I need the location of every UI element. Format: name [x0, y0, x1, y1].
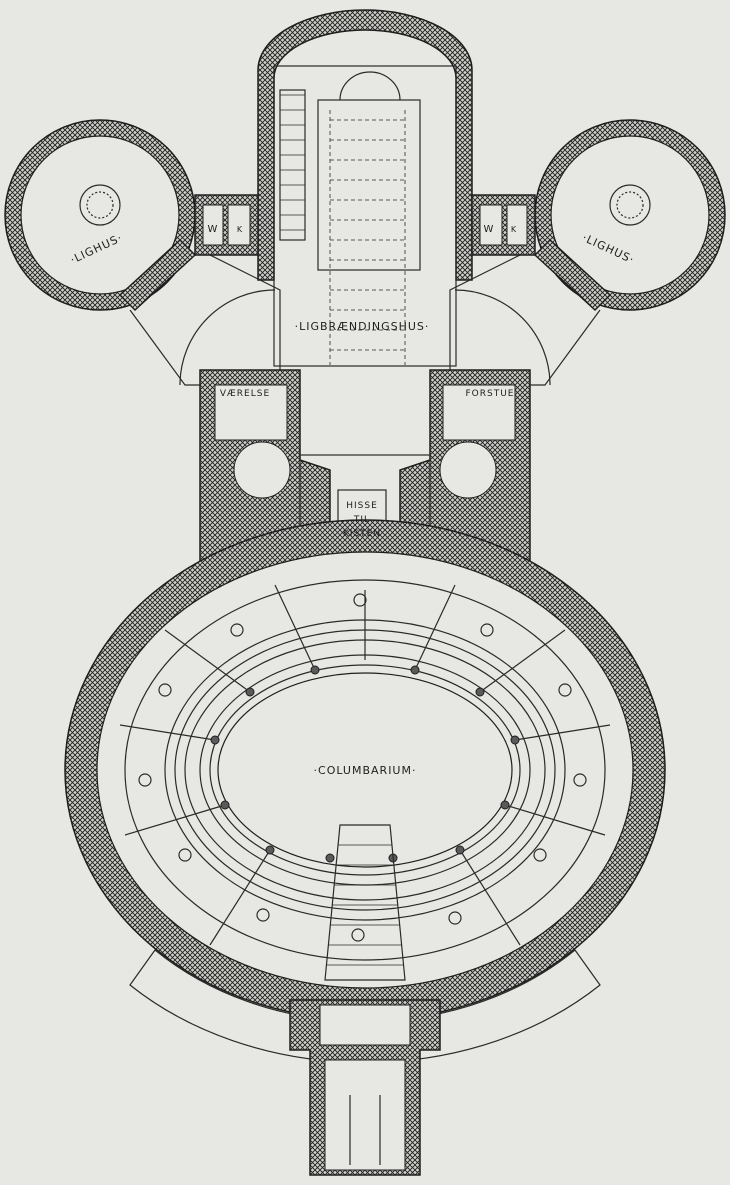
left-wc-sub-label: K: [237, 225, 243, 234]
right-room-label: FORSTUE: [466, 389, 515, 399]
left-room-label: VÆRELSE: [220, 389, 270, 399]
crematorium-hall: [257, 9, 473, 367]
right-wc-label: W: [484, 224, 495, 235]
left-wc-label: W: [208, 224, 219, 235]
lift-label-line2: TIL: [353, 515, 370, 525]
right-chapel: [449, 119, 726, 386]
entrance: [129, 949, 601, 1176]
left-chapel: [4, 119, 281, 386]
crematorium-hall-label: ·LIGBRÆNDINGSHUS·: [295, 320, 430, 333]
right-wc-sub-label: K: [511, 225, 517, 234]
lift-label-line3: KISTEN: [343, 529, 381, 539]
columbarium: [64, 519, 666, 1021]
columbarium-label: ·COLUMBARIUM·: [314, 764, 417, 777]
lift-label-line1: HISSE: [346, 501, 378, 511]
